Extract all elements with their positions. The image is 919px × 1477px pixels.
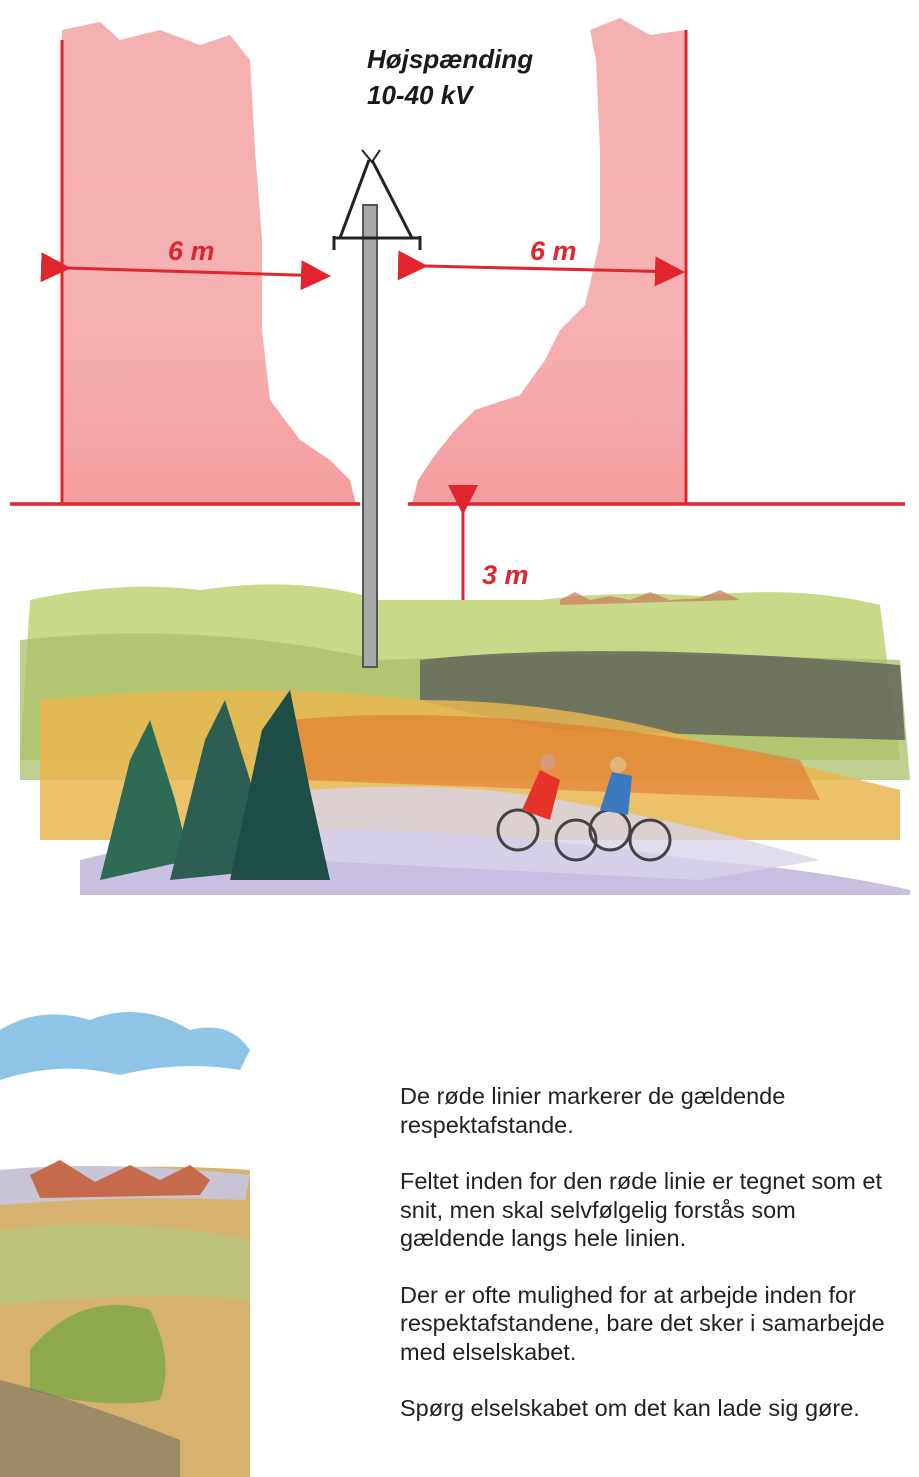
paragraph-1: De røde linier markerer de gældende resp… — [400, 1082, 900, 1139]
power-pole — [363, 205, 377, 667]
paragraph-3: Der er ofte mulighed for at arbejde inde… — [400, 1281, 900, 1367]
title-line1: Højspænding — [367, 44, 533, 75]
voltage-label: 10-40 kV — [367, 80, 473, 111]
right-distance-label: 6 m — [530, 236, 577, 267]
left-distance-label: 6 m — [168, 236, 215, 267]
vertical-distance-label: 3 m — [482, 560, 529, 591]
paragraph-4: Spørg elselskabet om det kan lade sig gø… — [400, 1394, 900, 1423]
paragraph-2: Feltet inden for den røde linie er tegne… — [400, 1167, 900, 1253]
explanation-text: De røde linier markerer de gældende resp… — [400, 1082, 900, 1451]
